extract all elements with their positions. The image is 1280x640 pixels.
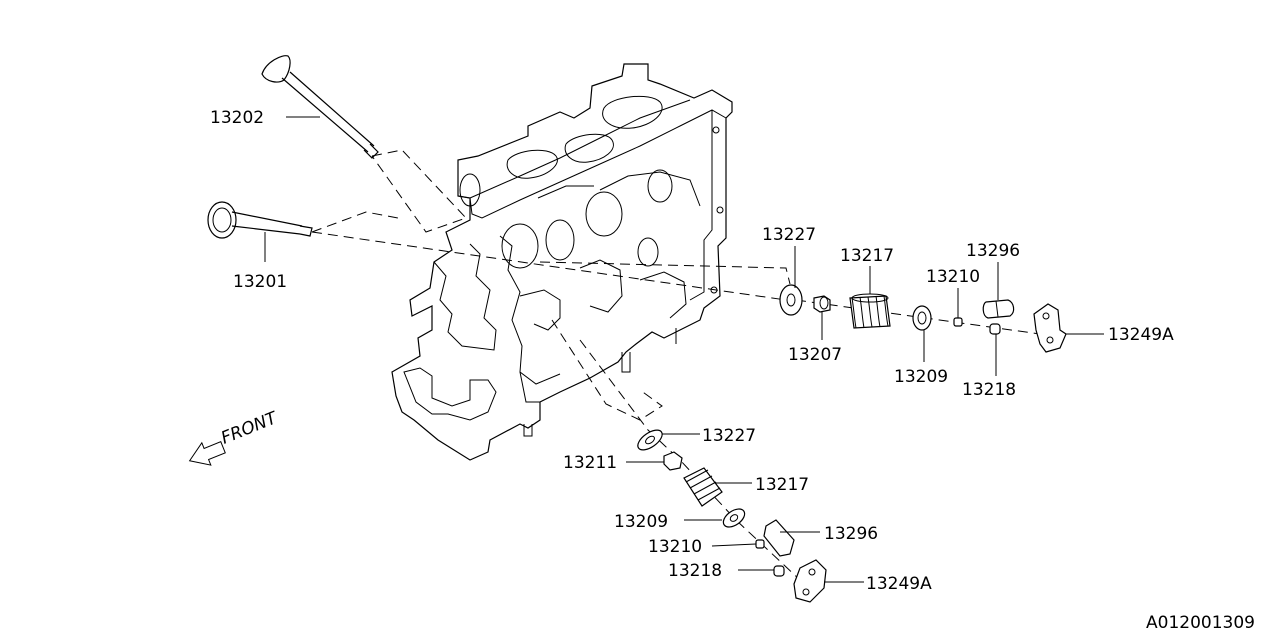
label-13296-upper: 13296 (966, 241, 1020, 261)
label-13201: 13201 (233, 272, 287, 292)
label-13227-lower: 13227 (702, 426, 756, 446)
label-13210-upper: 13210 (926, 267, 980, 287)
label-13210-lower: 13210 (648, 537, 702, 557)
diagram-code: A012001309 (1146, 613, 1255, 633)
lower-valve-train (637, 429, 827, 603)
intake-valve (207, 201, 313, 239)
label-13211-lower: 13211 (563, 453, 617, 473)
label-13209-upper: 13209 (894, 367, 948, 387)
label-13249A-upper: 13249A (1108, 325, 1174, 345)
cylinder-head (391, 63, 733, 461)
assembly-dash-lines (311, 149, 1041, 581)
label-13217-upper: 13217 (840, 246, 894, 266)
label-13209-lower: 13209 (614, 512, 668, 532)
leader-lines (264, 116, 1104, 583)
front-label: FRONT (218, 408, 281, 449)
label-13217-lower: 13217 (755, 475, 809, 495)
label-13227-upper: 13227 (762, 225, 816, 245)
label-13207-upper: 13207 (788, 345, 842, 365)
upper-valve-train (779, 284, 1067, 353)
exhaust-valve (261, 55, 379, 159)
label-13296-lower: 13296 (824, 524, 878, 544)
label-13249A-lower: 13249A (866, 574, 932, 594)
label-13218-lower: 13218 (668, 561, 722, 581)
front-arrow-icon (188, 441, 226, 466)
label-13202: 13202 (210, 108, 264, 128)
label-13218-upper: 13218 (962, 380, 1016, 400)
